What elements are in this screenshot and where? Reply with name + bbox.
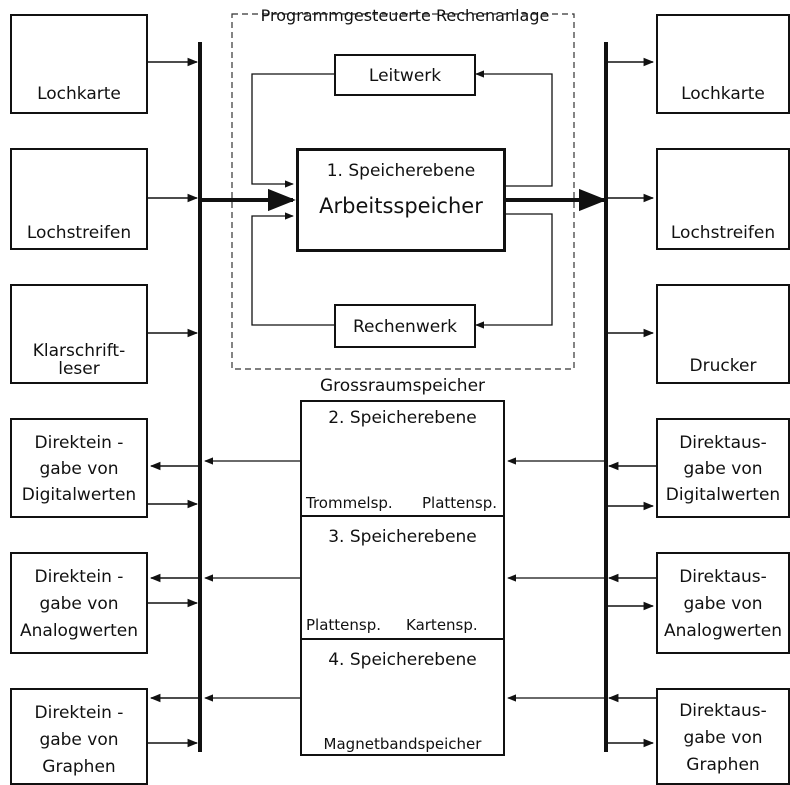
input-box-klarschrift: Klarschrift- leser — [10, 284, 148, 384]
output-label: Direktaus- gabe von Analogwerten — [664, 567, 782, 641]
output-box-lochstreifen: Lochstreifen — [656, 148, 790, 250]
leitwerk-label: Leitwerk — [368, 66, 442, 86]
output-box-digital: Direktaus- gabe von Digitalwerten — [656, 418, 790, 518]
input-label: Lochkarte — [37, 84, 121, 104]
input-label: Klarschrift- leser — [32, 341, 126, 379]
loop-leitwerk-right — [475, 70, 553, 187]
leitwerk-box: Leitwerk — [334, 54, 476, 96]
output-box-graph: Direktaus- gabe von Graphen — [656, 688, 790, 785]
level2-label: 2. Speicherebene — [328, 408, 477, 428]
output-label: Drucker — [689, 356, 757, 376]
plattenspeicher-label: Plattensp. — [306, 616, 382, 634]
kartenspeicher-label: Kartensp. — [406, 616, 478, 634]
output-box-drucker: Drucker — [656, 284, 790, 384]
loop-rechenwerk-right — [475, 213, 553, 329]
input-box-analog: Direktein - gabe von Analogwerten — [10, 552, 148, 654]
mass-storage-title: Grossraumspeicher — [319, 376, 486, 396]
level1-label: 1. Speicherebene — [326, 161, 476, 181]
output-box-analog: Direktaus- gabe von Analogwerten — [656, 552, 790, 654]
arbeitsspeicher-box: 1. Speicherebene Arbeitsspeicher — [296, 148, 506, 252]
loop-leitwerk-left — [251, 73, 334, 188]
level3-box: 3. Speicherebene Plattensp. Kartensp. — [300, 515, 505, 640]
output-label: Lochkarte — [681, 84, 765, 104]
level3-label: 3. Speicherebene — [328, 527, 477, 547]
input-label: Direktein - gabe von Digitalwerten — [21, 433, 137, 505]
input-box-lochkarte: Lochkarte — [10, 14, 148, 114]
input-label: Lochstreifen — [26, 223, 132, 243]
computer-frame — [231, 13, 575, 370]
rechenwerk-box: Rechenwerk — [334, 304, 476, 348]
input-box-lochstreifen: Lochstreifen — [10, 148, 148, 250]
level4-box: 4. Speicherebene Magnetbandspeicher — [300, 638, 505, 756]
input-label: Direktein - gabe von Analogwerten — [20, 567, 138, 641]
input-box-digital: Direktein - gabe von Digitalwerten — [10, 418, 148, 518]
plattenspeicher-label: Plattensp. — [422, 494, 498, 512]
magnetbandspeicher-label: Magnetbandspeicher — [323, 735, 482, 753]
input-box-graph: Direktein - gabe von Graphen — [10, 688, 148, 785]
loop-rechenwerk-left — [251, 212, 334, 326]
trommelspeicher-label: Trommelsp. — [306, 494, 393, 512]
output-label: Direktaus- gabe von Graphen — [679, 701, 767, 775]
computer-title: Programmgesteuerte Rechenanlage — [260, 6, 550, 25]
arbeitsspeicher-label: Arbeitsspeicher — [319, 194, 483, 218]
output-box-lochkarte: Lochkarte — [656, 14, 790, 114]
output-label: Direktaus- gabe von Digitalwerten — [665, 433, 781, 505]
rechenwerk-label: Rechenwerk — [352, 317, 458, 337]
level2-box: 2. Speicherebene Trommelsp. Plattensp. — [300, 400, 505, 517]
input-label: Direktein - gabe von Graphen — [34, 703, 124, 777]
level4-label: 4. Speicherebene — [328, 650, 477, 670]
output-label: Lochstreifen — [670, 223, 776, 243]
